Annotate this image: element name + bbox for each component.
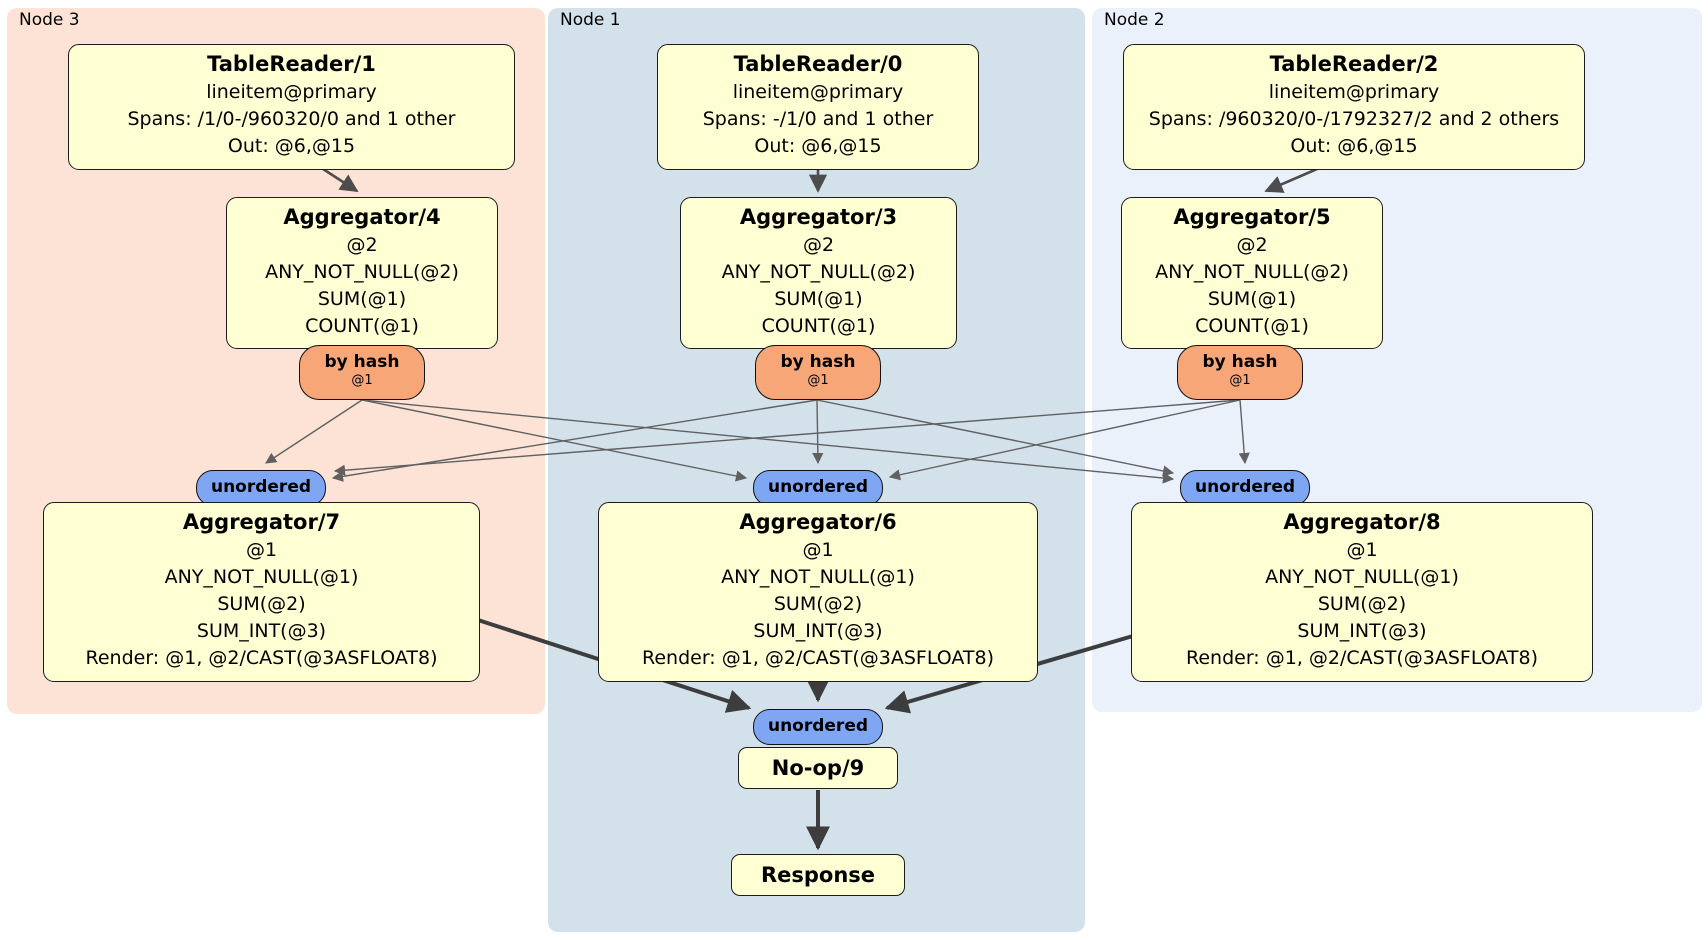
processor-response: Response bbox=[731, 854, 905, 896]
panel-node1-label: Node 1 bbox=[560, 10, 621, 30]
processor-line: SUM_INT(@3) bbox=[1297, 620, 1427, 642]
edge-tablereader2-aggregator5 bbox=[1264, 167, 1318, 193]
processor-line: ANY_NOT_NULL(@1) bbox=[721, 566, 915, 588]
processor-line: SUM_INT(@3) bbox=[753, 620, 883, 642]
edge-byhash4-unordered7 bbox=[265, 399, 363, 464]
processor-aggregator3: Aggregator/3 @2 ANY_NOT_NULL(@2) SUM(@1)… bbox=[680, 197, 957, 349]
sync-unordered-node2: unordered bbox=[1180, 470, 1310, 506]
processor-line: COUNT(@1) bbox=[305, 315, 419, 337]
processor-line: @2 bbox=[346, 234, 378, 256]
processor-title: Aggregator/7 bbox=[182, 510, 341, 534]
edge-byhash5-unordered6 bbox=[888, 399, 1241, 481]
processor-aggregator7: Aggregator/7 @1 ANY_NOT_NULL(@1) SUM(@2)… bbox=[43, 502, 480, 682]
processor-noop9: No-op/9 bbox=[738, 747, 898, 789]
processor-aggregator5: Aggregator/5 @2 ANY_NOT_NULL(@2) SUM(@1)… bbox=[1121, 197, 1383, 349]
sync-unordered-node3: unordered bbox=[196, 470, 326, 506]
processor-line: Spans: -/1/0 and 1 other bbox=[702, 108, 934, 130]
edge-byhash4-unordered8 bbox=[361, 399, 1175, 484]
processor-title: TableReader/1 bbox=[207, 52, 376, 76]
router-by-hash-node1: by hash @1 bbox=[755, 345, 881, 400]
processor-line: @2 bbox=[802, 234, 835, 256]
processor-tablereader1: TableReader/1 lineitem@primary Spans: /1… bbox=[68, 44, 515, 170]
processor-line: ANY_NOT_NULL(@1) bbox=[164, 566, 359, 588]
processor-line: Render: @1, @2/CAST(@3ASFLOAT8) bbox=[85, 647, 438, 669]
processor-line: @1 bbox=[802, 539, 834, 561]
processor-line: ANY_NOT_NULL(@2) bbox=[721, 261, 916, 283]
processor-line: SUM(@2) bbox=[1317, 593, 1407, 615]
processor-aggregator6: Aggregator/6 @1 ANY_NOT_NULL(@1) SUM(@2)… bbox=[598, 502, 1038, 682]
processor-title: Aggregator/3 bbox=[739, 205, 898, 229]
router-label: by hash bbox=[324, 352, 400, 372]
router-by-hash-node3: by hash @1 bbox=[299, 345, 425, 400]
processor-line: Render: @1, @2/CAST(@3ASFLOAT8) bbox=[642, 647, 994, 669]
processor-line: Out: @6,@15 bbox=[227, 135, 356, 157]
sync-unordered-final: unordered bbox=[753, 709, 883, 745]
router-label: by hash bbox=[1202, 352, 1278, 372]
processor-line: lineitem@primary bbox=[732, 81, 904, 103]
processor-tablereader2: TableReader/2 lineitem@primary Spans: /9… bbox=[1123, 44, 1585, 170]
processor-line: lineitem@primary bbox=[1268, 81, 1440, 103]
edge-byhash4-unordered6 bbox=[361, 399, 748, 482]
processor-line: SUM(@2) bbox=[217, 593, 306, 615]
edge-byhash5-unordered7 bbox=[333, 399, 1241, 476]
processor-line: Spans: /960320/0-/1792327/2 and 2 others bbox=[1148, 108, 1560, 130]
processor-line: lineitem@primary bbox=[206, 81, 377, 103]
processor-line: SUM_INT(@3) bbox=[196, 620, 327, 642]
router-detail: @1 bbox=[807, 373, 829, 388]
processor-line: Out: @6,@15 bbox=[1290, 135, 1418, 157]
processor-aggregator8: Aggregator/8 @1 ANY_NOT_NULL(@1) SUM(@2)… bbox=[1131, 502, 1593, 682]
processor-aggregator4: Aggregator/4 @2 ANY_NOT_NULL(@2) SUM(@1)… bbox=[226, 197, 498, 349]
processor-title: TableReader/2 bbox=[1269, 52, 1439, 76]
processor-line: COUNT(@1) bbox=[761, 315, 876, 337]
processor-title: TableReader/0 bbox=[733, 52, 903, 76]
processor-title: Aggregator/6 bbox=[739, 510, 897, 534]
processor-title: Aggregator/8 bbox=[1283, 510, 1441, 534]
edge-tablereader1-aggregator4 bbox=[322, 167, 359, 193]
processor-line: ANY_NOT_NULL(@1) bbox=[1265, 566, 1459, 588]
processor-line: SUM(@1) bbox=[774, 288, 863, 310]
processor-line: Out: @6,@15 bbox=[754, 135, 882, 157]
router-detail: @1 bbox=[1229, 373, 1251, 388]
router-label: by hash bbox=[780, 352, 856, 372]
processor-line: Spans: /1/0-/960320/0 and 1 other bbox=[127, 108, 456, 130]
panel-node2-label: Node 2 bbox=[1104, 10, 1165, 30]
processor-title: Aggregator/5 bbox=[1173, 205, 1331, 229]
processor-line: ANY_NOT_NULL(@2) bbox=[1155, 261, 1349, 283]
router-detail: @1 bbox=[351, 373, 373, 388]
processor-line: SUM(@2) bbox=[773, 593, 863, 615]
processor-line: @1 bbox=[245, 539, 278, 561]
processor-line: @1 bbox=[1346, 539, 1378, 561]
edge-byhash3-unordered6 bbox=[812, 399, 824, 465]
processor-line: SUM(@1) bbox=[317, 288, 407, 310]
processor-line: SUM(@1) bbox=[1207, 288, 1297, 310]
processor-title: Aggregator/4 bbox=[283, 205, 441, 229]
processor-line: @2 bbox=[1236, 234, 1268, 256]
processor-line: ANY_NOT_NULL(@2) bbox=[265, 261, 459, 283]
sync-unordered-node1: unordered bbox=[753, 470, 883, 506]
edge-byhash5-unordered9 bbox=[1238, 399, 1250, 465]
processor-line: COUNT(@1) bbox=[1195, 315, 1309, 337]
panel-node3-label: Node 3 bbox=[19, 10, 80, 30]
edge-byhash3-unordered8 bbox=[816, 399, 1175, 477]
processor-tablereader0: TableReader/0 lineitem@primary Spans: -/… bbox=[657, 44, 979, 170]
router-by-hash-node2: by hash @1 bbox=[1177, 345, 1303, 400]
processor-line: Render: @1, @2/CAST(@3ASFLOAT8) bbox=[1186, 647, 1538, 669]
